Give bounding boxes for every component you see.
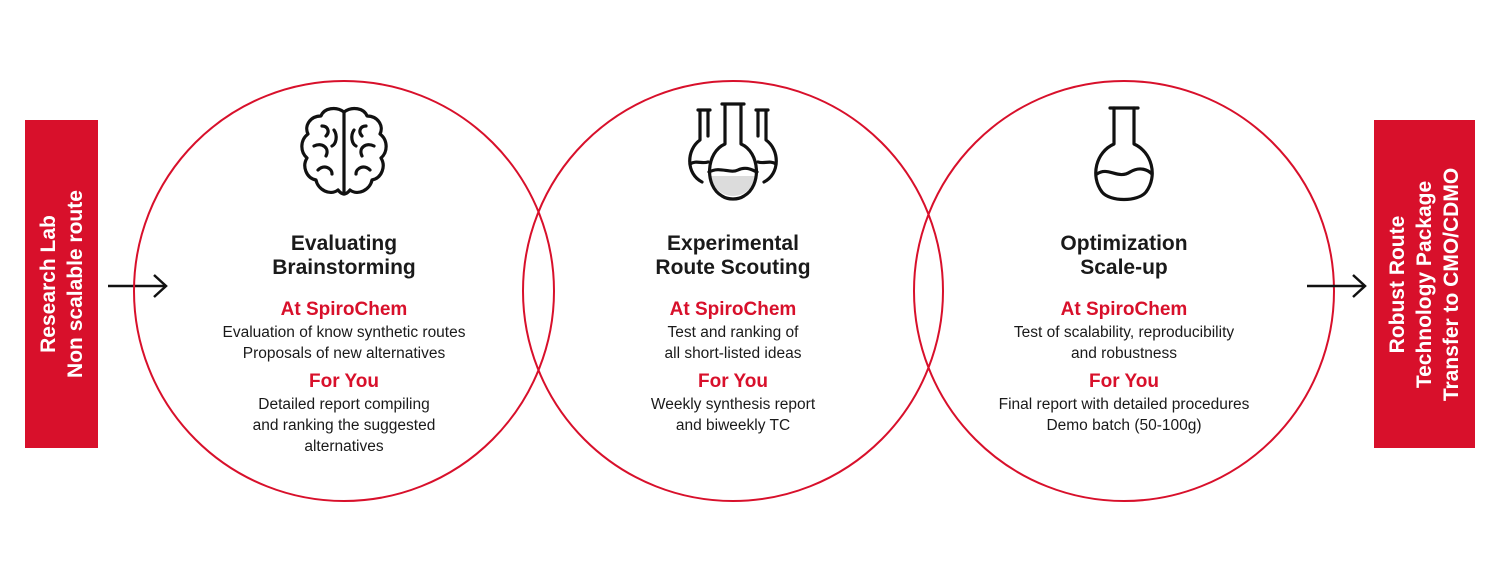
for-line: and ranking the suggested (252, 417, 436, 434)
stage-title: Experimental Route Scouting (543, 232, 923, 280)
stage-title-line: Scale-up (1080, 256, 1168, 279)
stage-optimization: Optimization Scale-up At SpiroChem Test … (934, 100, 1314, 436)
stage-title-line: Evaluating (290, 232, 398, 255)
stage-experimental: Experimental Route Scouting At SpiroChem… (543, 100, 923, 436)
for-line: Demo batch (50-100g) (1046, 417, 1202, 434)
stage-title-line: Experimental (667, 232, 799, 255)
stage-title-line: Route Scouting (655, 256, 811, 279)
end-box-line: Technology Package (1413, 180, 1437, 388)
for-you-label: For You (1088, 371, 1160, 392)
start-box: Research Lab Non scalable route (25, 120, 98, 448)
stage-title: Optimization Scale-up (934, 232, 1314, 280)
end-box-line: Transfer to CMO/CDMO (1440, 167, 1464, 401)
brain-icon (154, 100, 534, 220)
start-box-line: Non scalable route (63, 190, 87, 378)
for-line: and biweekly TC (675, 417, 791, 434)
end-box-text: Robust Route Technology Package Transfer… (1384, 167, 1465, 400)
at-line: and robustness (1071, 345, 1177, 362)
stage-circle (913, 80, 1335, 502)
start-box-line: Research Lab (36, 215, 60, 353)
at-line: Test of scalability, reproducibility (1013, 324, 1235, 341)
for-line: Weekly synthesis report (650, 396, 816, 413)
stage-title-line: Brainstorming (272, 256, 416, 279)
for-line: Final report with detailed procedures (998, 396, 1250, 413)
at-line: Test and ranking of (667, 324, 799, 341)
at-spirochem-label: At SpiroChem (669, 299, 797, 320)
at-line: all short-listed ideas (664, 345, 802, 362)
flask-icon (934, 100, 1314, 220)
for-you-label: For You (697, 371, 769, 392)
stage-evaluating: Evaluating Brainstorming At SpiroChem Ev… (154, 100, 534, 457)
for-line: Detailed report compiling (258, 396, 430, 413)
at-line: Proposals of new alternatives (242, 345, 446, 362)
stage-title: Evaluating Brainstorming (154, 232, 534, 280)
end-box: Robust Route Technology Package Transfer… (1374, 120, 1475, 448)
at-spirochem-label: At SpiroChem (280, 299, 408, 320)
stage-title-line: Optimization (1060, 232, 1188, 255)
for-line: alternatives (304, 438, 384, 455)
end-box-line: Robust Route (1386, 215, 1410, 353)
start-box-text: Research Lab Non scalable route (35, 190, 89, 378)
at-line: Evaluation of know synthetic routes (222, 324, 466, 341)
for-you-label: For You (308, 371, 380, 392)
arrow-right-icon (1307, 274, 1367, 298)
at-spirochem-label: At SpiroChem (1060, 299, 1188, 320)
flasks-icon (543, 100, 923, 220)
